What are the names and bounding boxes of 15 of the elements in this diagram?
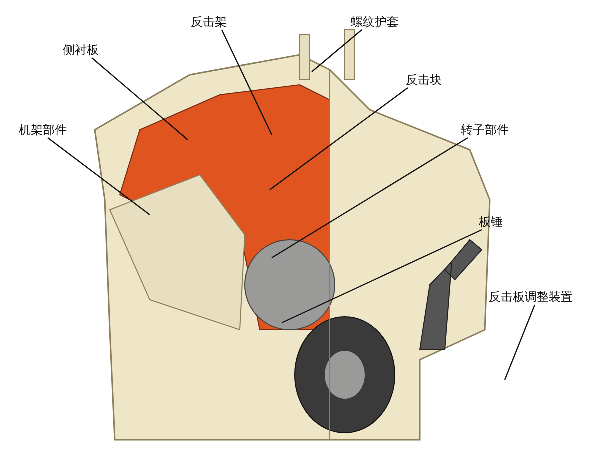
- leader-line: [221, 30, 273, 136]
- part-label: 螺纹护套: [350, 14, 400, 30]
- part-label: 反击架: [190, 14, 228, 30]
- part-label: 反击块: [405, 72, 443, 88]
- leader-line: [48, 138, 150, 216]
- leader-line: [312, 30, 362, 72]
- leader-line: [92, 58, 188, 140]
- leader-line: [282, 229, 482, 324]
- leader-line: [270, 88, 408, 190]
- part-label: 机架部件: [18, 122, 68, 138]
- part-label: 转子部件: [460, 122, 510, 138]
- leader-line: [504, 304, 536, 380]
- part-label: 板锤: [478, 214, 504, 230]
- part-label: 侧衬板: [62, 42, 100, 58]
- part-label: 反击板调整装置: [488, 289, 574, 305]
